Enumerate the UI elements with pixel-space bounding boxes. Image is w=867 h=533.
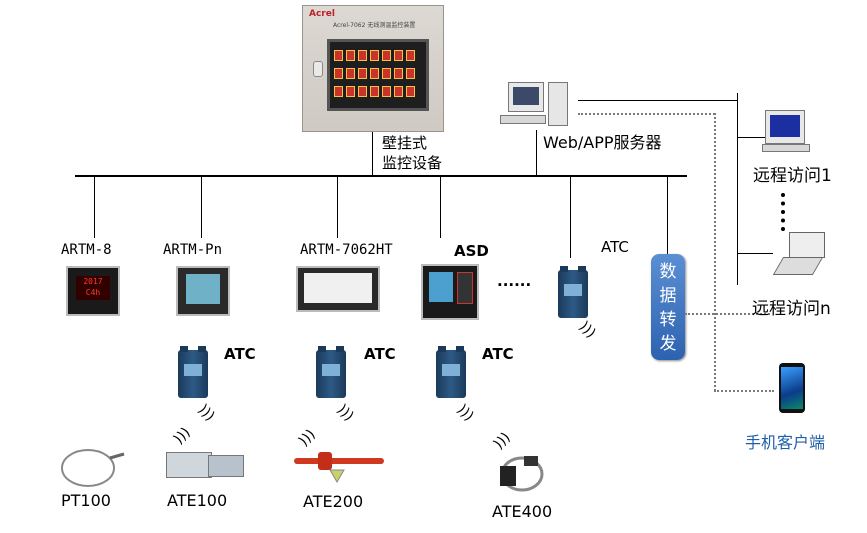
laptop-keyboard bbox=[772, 257, 824, 275]
remote1-branch-line bbox=[737, 137, 765, 138]
artmpn-meter bbox=[176, 266, 230, 316]
sensor-label-ate200: ATE200 bbox=[303, 492, 364, 511]
remote-vertical-line bbox=[737, 93, 738, 285]
atc-module-3 bbox=[436, 346, 466, 398]
wireless-signal-icon: ))) bbox=[575, 318, 599, 342]
wall-monitor-panel: Acrel Acrel-7062 无线测温监控装置 bbox=[302, 5, 444, 132]
remote-access-n-label: 远程访问n bbox=[752, 299, 831, 319]
device-label-asd: ASD bbox=[454, 242, 489, 260]
mobile-phone-icon bbox=[779, 363, 805, 413]
meter-reading-2: C4h bbox=[85, 288, 101, 297]
remote1-keyboard bbox=[762, 144, 810, 152]
server-to-mobile-dotted-h bbox=[578, 113, 715, 115]
forward-char-3: 转 bbox=[659, 310, 677, 330]
server-to-remote-line bbox=[578, 100, 738, 101]
desktop-computer-icon bbox=[765, 110, 805, 144]
asd-meter bbox=[421, 264, 479, 320]
wireless-signal-icon: ))) bbox=[194, 401, 218, 425]
main-bus-line bbox=[75, 175, 687, 177]
data-forwarding-badge: 数 据 转 发 bbox=[651, 254, 685, 360]
drop-line-atc bbox=[570, 176, 571, 258]
wireless-signal-icon: ))) bbox=[453, 401, 477, 425]
panel-connector-line bbox=[372, 130, 373, 176]
artm8-meter: 2017 C4h bbox=[66, 266, 120, 316]
mobile-client-label: 手机客户端 bbox=[745, 433, 826, 452]
laptop-icon bbox=[789, 232, 825, 258]
wireless-signal-icon: ))) bbox=[490, 429, 514, 453]
sensor-label-ate400: ATE400 bbox=[492, 502, 553, 521]
mobile-dotted-h bbox=[714, 390, 774, 392]
device-label-artm7062: ARTM-7062HT bbox=[300, 242, 393, 258]
server-connector-line bbox=[536, 130, 537, 176]
server-to-mobile-dotted-v bbox=[714, 113, 716, 391]
atc-label-1: ATC bbox=[224, 345, 256, 363]
device-label-artm8: ARTM-8 bbox=[61, 242, 112, 258]
panel-screen bbox=[327, 39, 429, 111]
drop-line-asd bbox=[440, 176, 441, 238]
panel-model: Acrel-7062 无线测温监控装置 bbox=[333, 22, 416, 29]
pt100-sensor bbox=[61, 449, 125, 487]
ate100-sensor bbox=[166, 452, 212, 478]
wireless-signal-icon: ))) bbox=[333, 401, 357, 425]
device-ellipsis: ...... bbox=[497, 272, 532, 290]
ate200-sensor bbox=[294, 452, 384, 483]
drop-line-artmpn bbox=[201, 176, 202, 238]
panel-lock-icon bbox=[313, 61, 323, 77]
forward-char-1: 数 bbox=[659, 262, 677, 282]
forward-char-4: 发 bbox=[659, 334, 677, 354]
atc-module-1 bbox=[178, 346, 208, 398]
device-label-atc-top: ATC bbox=[601, 238, 629, 256]
atc-label-3: ATC bbox=[482, 345, 514, 363]
panel-brand: Acrel bbox=[309, 9, 335, 19]
drop-line-artm8 bbox=[94, 176, 95, 238]
panel-label-line1: 壁挂式 bbox=[382, 134, 428, 152]
meter-reading-1: 2017 bbox=[83, 277, 103, 286]
panel-label-line2: 监控设备 bbox=[382, 154, 443, 172]
server-label: Web/APP服务器 bbox=[543, 133, 662, 152]
drop-line-forwarding bbox=[667, 176, 668, 254]
forward-char-2: 据 bbox=[659, 286, 677, 306]
ate100-bracket bbox=[208, 455, 244, 477]
wireless-signal-icon: ))) bbox=[170, 424, 194, 448]
remote-ellipsis-dots bbox=[781, 193, 785, 231]
drop-line-artm7062 bbox=[337, 176, 338, 238]
device-label-artmpn: ARTM-Pn bbox=[163, 242, 223, 258]
atc-label-2: ATC bbox=[364, 345, 396, 363]
atc-module-top bbox=[558, 266, 588, 318]
atc-module-2 bbox=[316, 346, 346, 398]
sensor-label-ate100: ATE100 bbox=[167, 491, 228, 510]
remoten-branch-line bbox=[737, 253, 773, 254]
ate400-sensor bbox=[500, 456, 544, 492]
remote-access-1-label: 远程访问1 bbox=[753, 166, 832, 186]
forwarding-dotted-h bbox=[685, 313, 770, 315]
server-tower bbox=[548, 82, 568, 126]
server-keyboard bbox=[500, 115, 546, 124]
wireless-signal-icon: ))) bbox=[295, 426, 319, 450]
desktop-computer-icon bbox=[508, 82, 544, 112]
artm7062-meter bbox=[296, 266, 380, 312]
sensor-label-pt100: PT100 bbox=[61, 491, 111, 510]
